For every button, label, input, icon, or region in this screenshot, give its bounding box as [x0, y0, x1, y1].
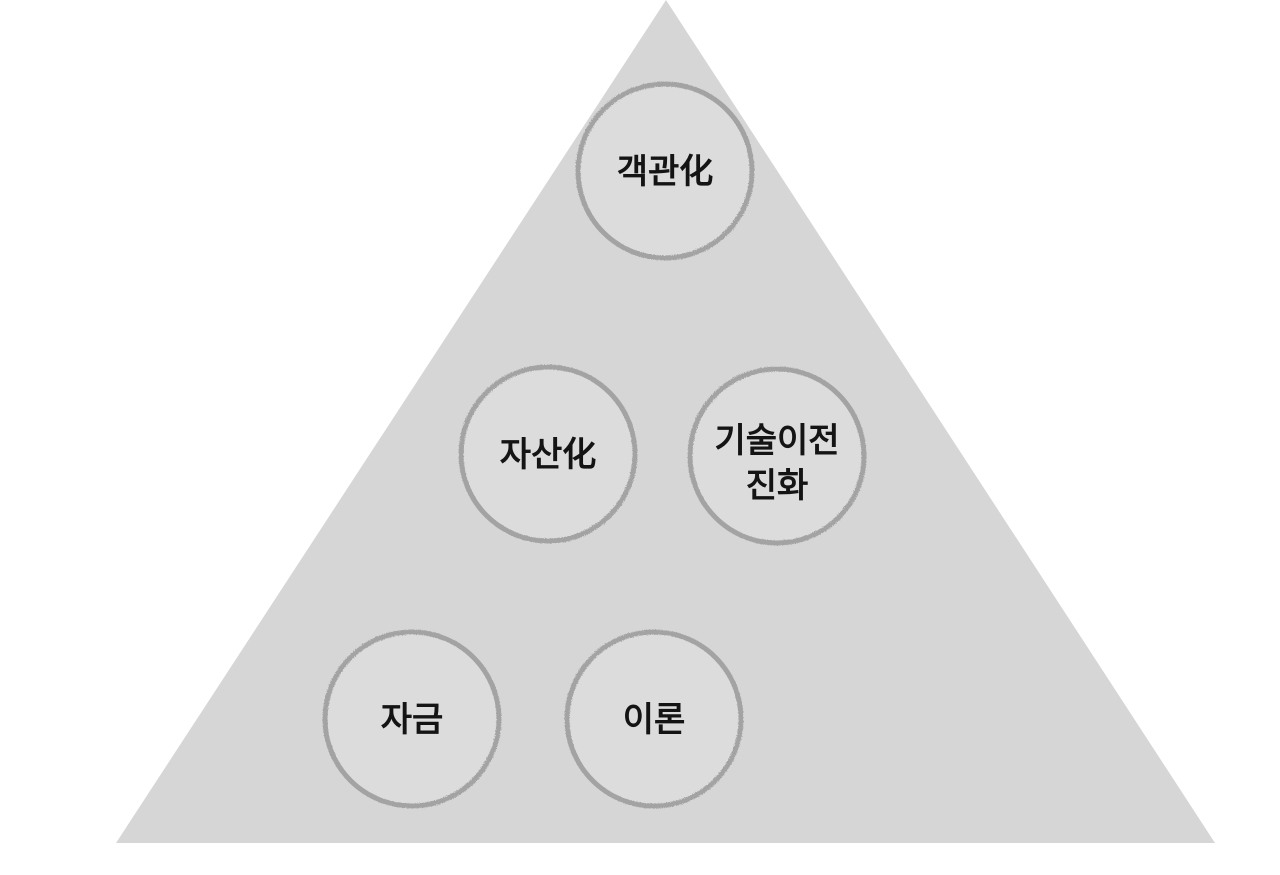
node-circle — [458, 364, 638, 544]
node-label: 자산化 — [500, 435, 597, 475]
node-bottom-right: 이론 — [564, 629, 744, 809]
node-label: 이론 — [623, 700, 686, 740]
node-circle — [575, 81, 755, 261]
node-label-line2: 진화 — [746, 466, 809, 506]
node-label-line1: 기술이전 — [714, 421, 839, 461]
node-middle-right: 기술이전 진화 — [687, 366, 867, 546]
node-label: 자금 — [381, 700, 444, 740]
node-middle-left: 자산化 — [458, 364, 638, 544]
node-circle — [687, 366, 867, 546]
node-circle — [564, 629, 744, 809]
node-top: 객관化 — [575, 81, 755, 261]
node-circle — [322, 629, 502, 809]
node-bottom-left: 자금 — [322, 629, 502, 809]
node-label: 객관化 — [617, 152, 714, 192]
